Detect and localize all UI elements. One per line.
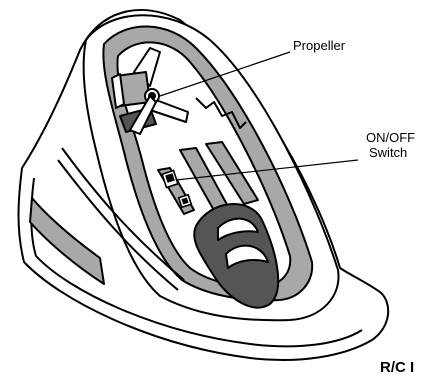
switch-label-line2: Switch: [369, 145, 407, 160]
propeller-label: Propeller: [293, 38, 346, 53]
model-label-cut: R/C I: [380, 359, 414, 376]
hovercraft-body: [19, 10, 389, 360]
switch-label-line1: ON/OFF: [366, 130, 415, 145]
